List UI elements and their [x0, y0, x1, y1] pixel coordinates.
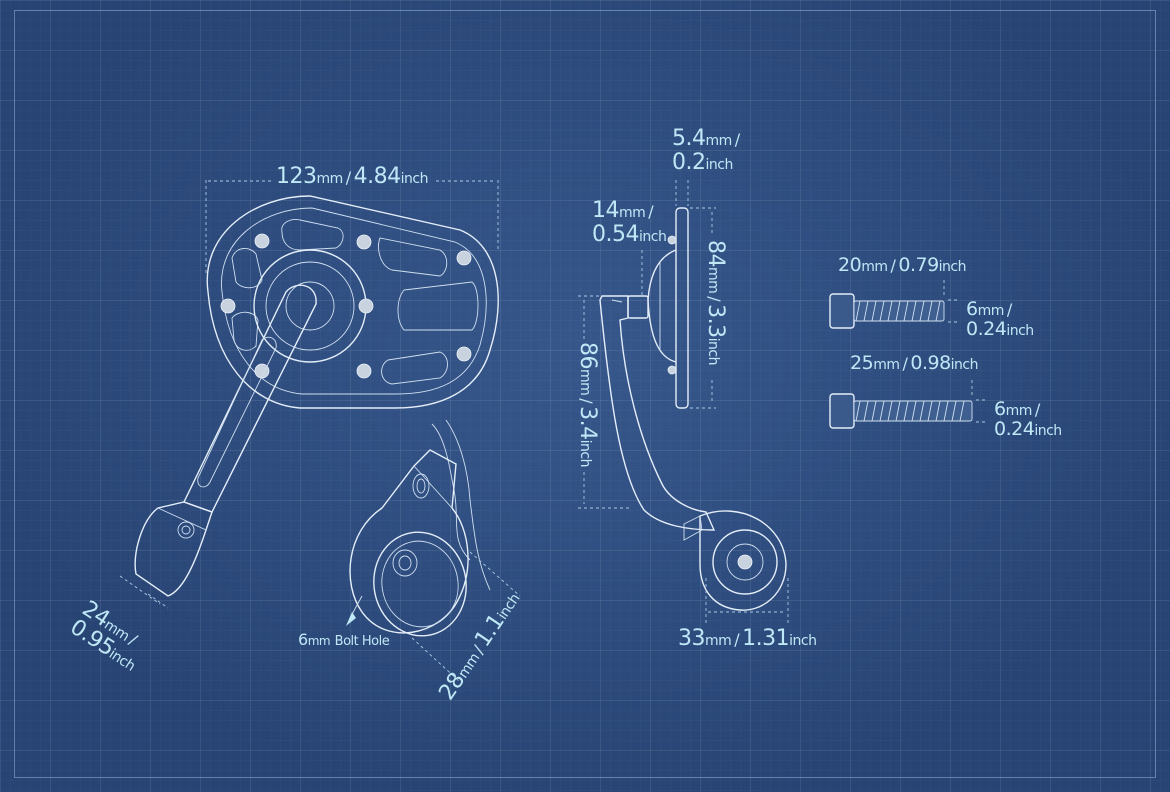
dim-value: 14 — [592, 198, 620, 223]
dim-separator: / — [345, 168, 351, 187]
dim-separator: / — [577, 398, 596, 404]
dim-bolt2-dia: 6mm/ 0.24inch — [994, 400, 1062, 439]
dim-unit: mm — [619, 205, 646, 221]
dim-unit: mm — [705, 133, 733, 149]
mirror-side-view — [578, 180, 789, 624]
dim-value: 6 — [966, 298, 978, 320]
dim-value: 84 — [703, 240, 728, 267]
dim-separator: / — [734, 630, 740, 649]
dim-separator: / — [648, 202, 654, 221]
blueprint-frame — [14, 10, 1156, 778]
dim-unit: mm — [705, 267, 721, 294]
dim-value: 3.3 — [703, 304, 728, 338]
dim-unit: mm — [316, 171, 344, 187]
dim-value: 20 — [838, 254, 862, 276]
dim-value: 0.79 — [898, 254, 939, 276]
mirror-top-view — [119, 180, 499, 609]
dim-unit: inch — [950, 357, 979, 373]
dim-value: 86 — [575, 342, 600, 369]
dim-value: 0.2 — [672, 150, 706, 175]
dim-unit: mm — [873, 357, 900, 373]
dim-separator: / — [902, 354, 908, 373]
dim-unit: inch — [789, 633, 817, 649]
dim-top-width: 123mm/4.84inch — [276, 164, 429, 189]
dim-unit: inch — [1006, 323, 1034, 339]
dim-side-clamp: 33mm/1.31inch — [678, 628, 817, 650]
dim-value: 0.24 — [994, 418, 1035, 440]
dim-value: 6 — [298, 630, 308, 649]
dim-separator: / — [1006, 300, 1012, 319]
dim-separator: / — [734, 130, 740, 149]
dim-value: 1.31 — [742, 626, 790, 651]
dim-separator: / — [890, 256, 896, 275]
dim-value: 33 — [678, 626, 706, 651]
dim-unit: inch — [938, 259, 967, 275]
dim-head-depth: 14mm/ 0.54inch — [592, 198, 667, 247]
dim-value: 5.4 — [672, 126, 706, 151]
dim-unit: mm — [977, 303, 1005, 319]
dim-unit: mm — [1005, 403, 1033, 419]
dim-unit: inch — [705, 337, 721, 366]
dim-value: 3.4 — [575, 406, 600, 440]
dim-bolt1-dia: 6mm/ 0.24inch — [966, 300, 1034, 339]
dim-unit: inch — [1034, 423, 1062, 439]
dim-separator: / — [705, 296, 724, 302]
dim-value: 0.54 — [592, 222, 639, 247]
bolt-short — [829, 280, 960, 329]
clamp-detail — [346, 419, 521, 683]
dim-bolt2-length: 25mm/0.98inch — [850, 352, 979, 374]
dim-value: 6 — [994, 398, 1006, 420]
dim-bolt-hole: 6mm Bolt Hole — [298, 630, 390, 649]
dim-label: Bolt Hole — [334, 634, 390, 649]
dim-mirror-height: 84mm / 3.3inch — [703, 240, 728, 366]
bolt-long — [829, 380, 988, 429]
dim-separator: / — [1034, 400, 1040, 419]
dim-unit: mm — [307, 634, 331, 648]
dim-unit: mm — [577, 369, 593, 396]
dim-bolt1-length: 20mm/0.79inch — [838, 254, 967, 276]
dim-unit: inch — [638, 229, 667, 245]
dim-value: 0.98 — [910, 352, 951, 374]
dim-value: 25 — [850, 352, 874, 374]
dim-unit: inch — [705, 157, 734, 173]
dim-thickness: 5.4mm/ 0.2inch — [672, 128, 743, 174]
dim-arm-height: 86mm / 3.4inch — [575, 342, 600, 468]
dim-value: 123 — [276, 164, 317, 189]
dim-value: 0.24 — [966, 318, 1007, 340]
dim-unit: mm — [705, 633, 732, 649]
dim-value: 4.84 — [353, 164, 401, 189]
dim-unit: inch — [577, 439, 593, 468]
dim-unit: inch — [400, 171, 429, 187]
dim-unit: mm — [861, 259, 888, 275]
